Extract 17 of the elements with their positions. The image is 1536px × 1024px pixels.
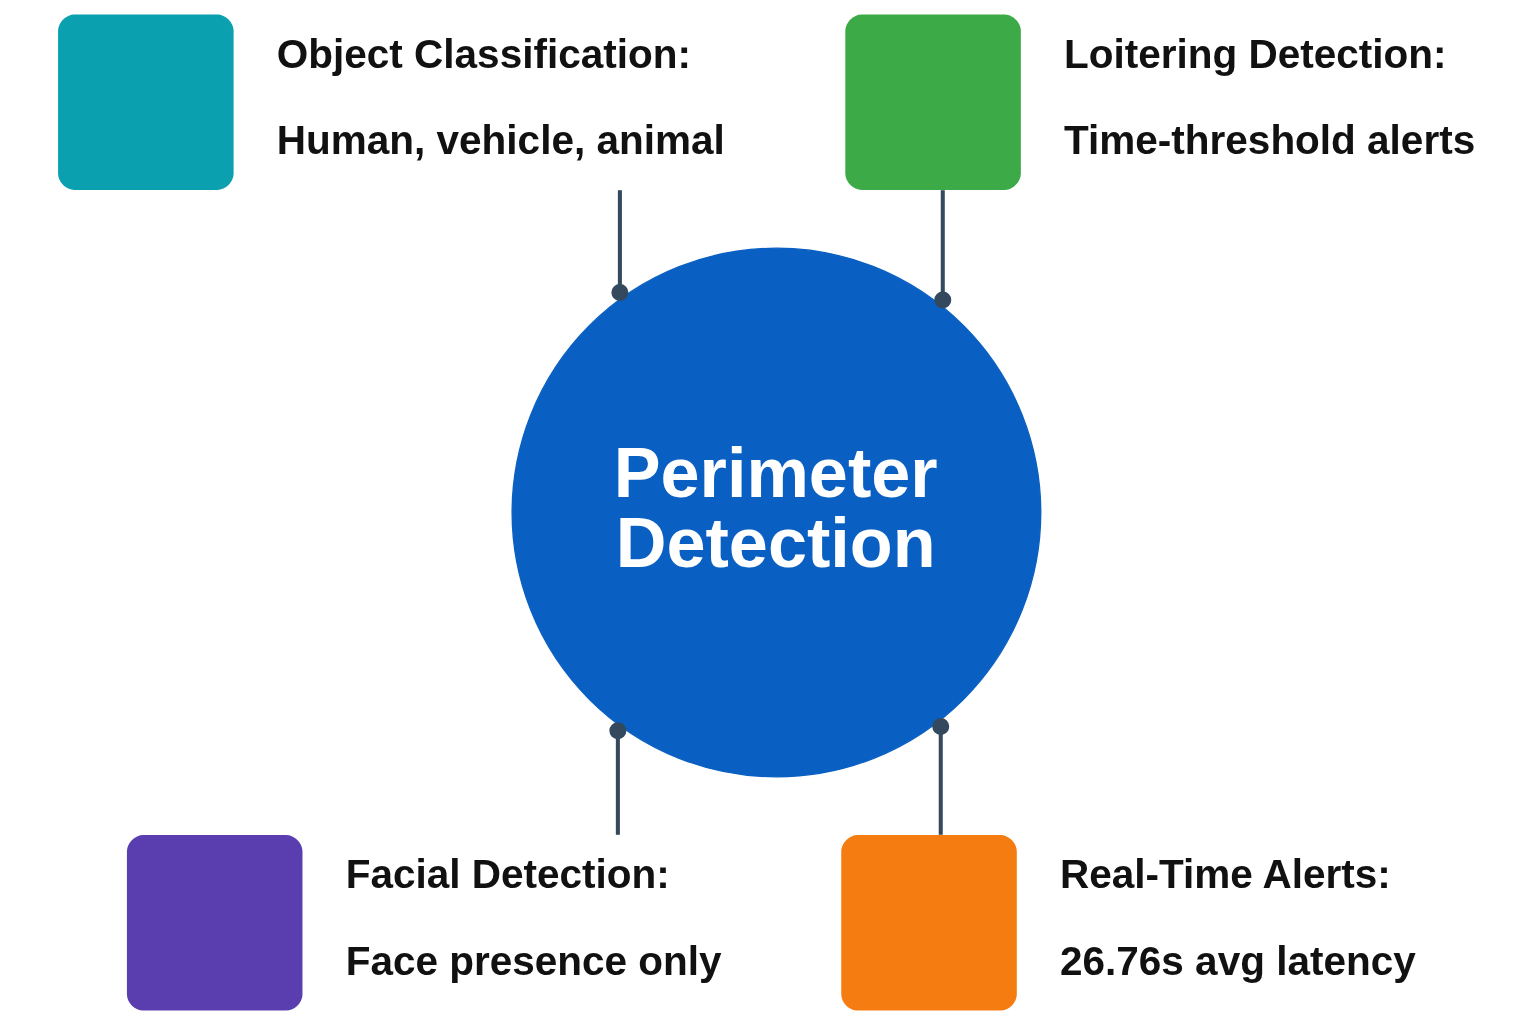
node-box [845, 13, 1021, 190]
node-label: Facial Detection: [345, 850, 670, 897]
node-label: Object Classification: [276, 30, 691, 77]
node-label: Human, vehicle, animal [276, 116, 725, 163]
connector [609, 721, 627, 835]
node-box [58, 13, 234, 190]
connector [611, 189, 629, 301]
connector [934, 189, 952, 309]
node-label: 26.76s avg latency [1060, 937, 1416, 984]
node-box [841, 834, 1017, 1011]
connector [932, 717, 950, 835]
node-label: Loitering Detection: [1064, 30, 1447, 77]
node-box [126, 834, 303, 1011]
node-label: Time-threshold alerts [1064, 116, 1476, 163]
node-label: Face presence only [345, 937, 722, 984]
node-label: Real-Time Alerts: [1060, 850, 1391, 897]
node-circle: Perimeter Detection [511, 247, 1042, 777]
